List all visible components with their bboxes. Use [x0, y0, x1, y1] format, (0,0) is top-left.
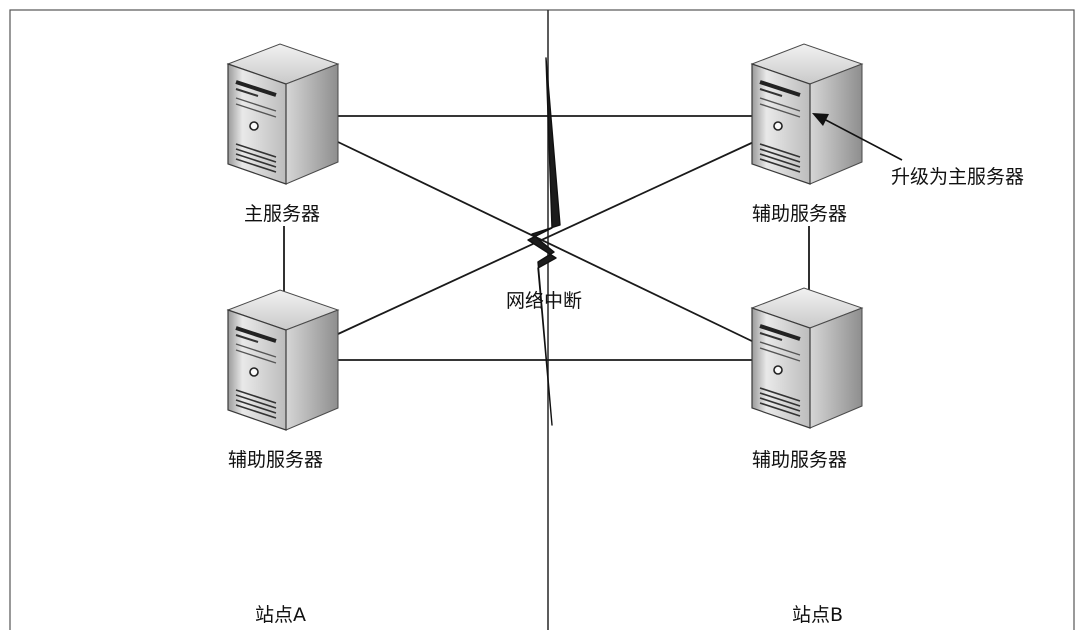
network-break-label: 网络中断 — [506, 290, 583, 312]
site-b-label: 站点B — [792, 604, 844, 626]
server-b-top-label: 辅助服务器 — [752, 203, 848, 225]
server-b-bottom-label: 辅助服务器 — [752, 449, 848, 471]
upgrade-arrow-line — [821, 117, 903, 161]
server-b-top-icon — [750, 42, 864, 186]
upgrade-note-label: 升级为主服务器 — [891, 166, 1025, 188]
lightning-bolt-icon — [527, 57, 561, 426]
link-a-primary-b-bottom — [337, 141, 759, 345]
link-a-secondary-b-top — [337, 139, 759, 335]
diagram-frame — [9, 9, 1075, 630]
server-b-bottom-icon — [750, 286, 864, 430]
connection-lines — [283, 115, 810, 361]
server-a-primary-label: 主服务器 — [244, 203, 321, 225]
server-a-secondary-label: 辅助服务器 — [228, 449, 324, 471]
server-a-secondary-icon — [226, 288, 340, 432]
arrow-head-icon — [812, 113, 829, 126]
server-a-primary-icon — [226, 42, 340, 186]
site-a-label: 站点A — [255, 604, 306, 626]
